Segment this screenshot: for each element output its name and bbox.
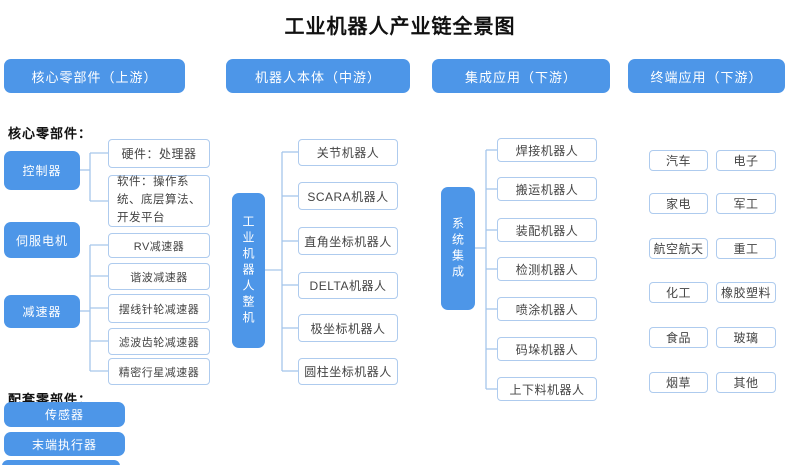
hub-industrial-robot-unit: 工业机器人整机: [232, 193, 265, 348]
node-articulated-robot: 关节机器人: [298, 139, 398, 166]
core-parts-section-label: 核心零部件：: [8, 126, 93, 141]
app-heavy-industry: 重工: [716, 238, 776, 259]
node-controller: 控制器: [4, 151, 80, 190]
node-inspection-robot: 检测机器人: [497, 257, 597, 281]
header-core-parts-upstream: 核心零部件（上游）: [4, 59, 185, 93]
hub-system-integration: 系统集成: [441, 187, 475, 310]
node-welding-robot: 焊接机器人: [497, 138, 597, 162]
app-military: 军工: [716, 193, 776, 214]
app-tobacco: 烟草: [649, 372, 708, 393]
app-glass: 玻璃: [716, 327, 776, 348]
node-loading-unloading-robot: 上下料机器人: [497, 377, 597, 401]
node-end-effector: 末端执行器: [4, 432, 125, 456]
header-terminal-apps-downstream: 终端应用（下游）: [628, 59, 785, 93]
app-rubber-plastics: 橡胶塑料: [716, 282, 776, 303]
node-painting-robot: 喷涂机器人: [497, 297, 597, 321]
node-filter-gear-reducer: 滤波齿轮减速器: [108, 328, 210, 355]
partial-node-bottom-cutoff: [2, 460, 120, 465]
node-harmonic-reducer: 谐波减速器: [108, 263, 210, 290]
node-delta-robot: DELTA机器人: [298, 272, 398, 299]
page-title: 工业机器人产业链全景图: [284, 16, 516, 38]
app-home-appliance: 家电: [649, 193, 708, 214]
app-aerospace: 航空航天: [649, 238, 708, 259]
app-chemical: 化工: [649, 282, 708, 303]
node-servo-motor: 伺服电机: [4, 222, 80, 258]
app-food: 食品: [649, 327, 708, 348]
node-polar-robot: 极坐标机器人: [298, 314, 398, 342]
app-electronics: 电子: [716, 150, 776, 171]
node-cartesian-robot: 直角坐标机器人: [298, 227, 398, 255]
header-robot-body-midstream: 机器人本体（中游）: [226, 59, 410, 93]
node-sensor: 传感器: [4, 402, 125, 427]
node-software-platform: 软件：操作系统、底层算法、开发平台: [108, 175, 210, 227]
app-other: 其他: [716, 372, 776, 393]
app-automotive: 汽车: [649, 150, 708, 171]
node-cylindrical-robot: 圆柱坐标机器人: [298, 358, 398, 385]
node-reducer: 减速器: [4, 295, 80, 328]
node-scara-robot: SCARA机器人: [298, 182, 398, 210]
node-rv-reducer: RV减速器: [108, 233, 210, 258]
node-handling-robot: 搬运机器人: [497, 177, 597, 201]
node-precision-planetary-reducer: 精密行星减速器: [108, 358, 210, 385]
node-assembly-robot: 装配机器人: [497, 218, 597, 242]
node-hardware-processor: 硬件：处理器: [108, 139, 210, 168]
header-integration-downstream: 集成应用（下游）: [432, 59, 610, 93]
node-cycloid-pin-reducer: 摆线针轮减速器: [108, 294, 210, 323]
node-palletizing-robot: 码垛机器人: [497, 337, 597, 361]
